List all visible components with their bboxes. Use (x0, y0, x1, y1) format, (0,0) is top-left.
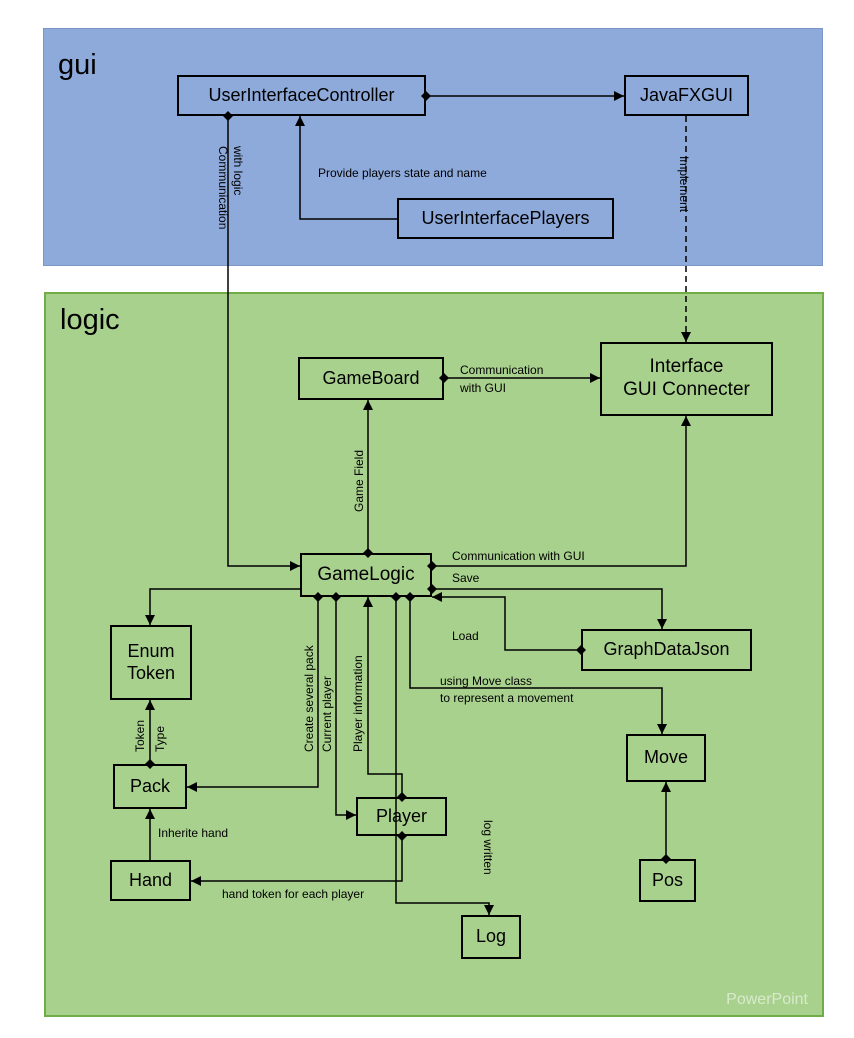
move-box[interactable]: Move (626, 734, 706, 782)
gamelogic-box[interactable]: GameLogic (300, 553, 432, 597)
hand-box[interactable]: Hand (110, 860, 191, 901)
gui-package-title: gui (58, 49, 97, 81)
pack-box[interactable]: Pack (113, 764, 187, 809)
pos-box[interactable]: Pos (639, 859, 696, 902)
interface-gui-connecter-box[interactable]: Interface GUI Connecter (600, 342, 773, 416)
graph-data-json-box[interactable]: GraphDataJson (581, 629, 752, 671)
player-box[interactable]: Player (356, 797, 447, 836)
javafx-gui-box[interactable]: JavaFXGUI (624, 75, 749, 116)
log-box[interactable]: Log (461, 915, 521, 959)
gui-package: gui (43, 28, 823, 266)
gameboard-box[interactable]: GameBoard (298, 357, 444, 400)
powerpoint-watermark: PowerPoint (726, 991, 808, 1008)
enum-token-box[interactable]: Enum Token (110, 625, 192, 700)
logic-package-title: logic (60, 304, 120, 336)
user-interface-controller-box[interactable]: UserInterfaceController (177, 75, 426, 116)
user-interface-players-box[interactable]: UserInterfacePlayers (397, 198, 614, 239)
